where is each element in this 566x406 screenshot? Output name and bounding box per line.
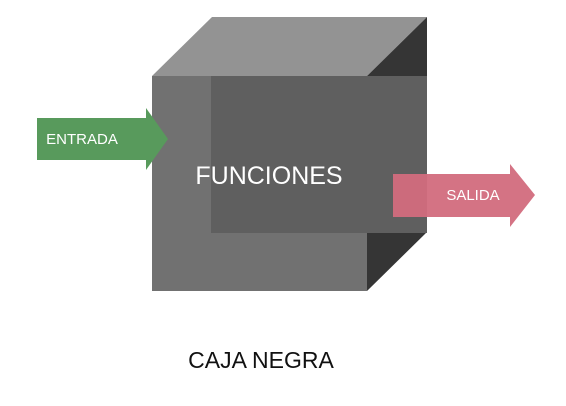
- output-arrow-label: SALIDA: [446, 187, 499, 204]
- input-arrow-label: ENTRADA: [46, 131, 118, 148]
- output-arrow: [393, 164, 535, 227]
- diagram-caption: CAJA NEGRA: [188, 347, 334, 373]
- cube-top-face: [152, 17, 427, 76]
- center-label: FUNCIONES: [195, 162, 342, 190]
- cube-back-face: [211, 76, 427, 233]
- input-arrow: [37, 108, 168, 170]
